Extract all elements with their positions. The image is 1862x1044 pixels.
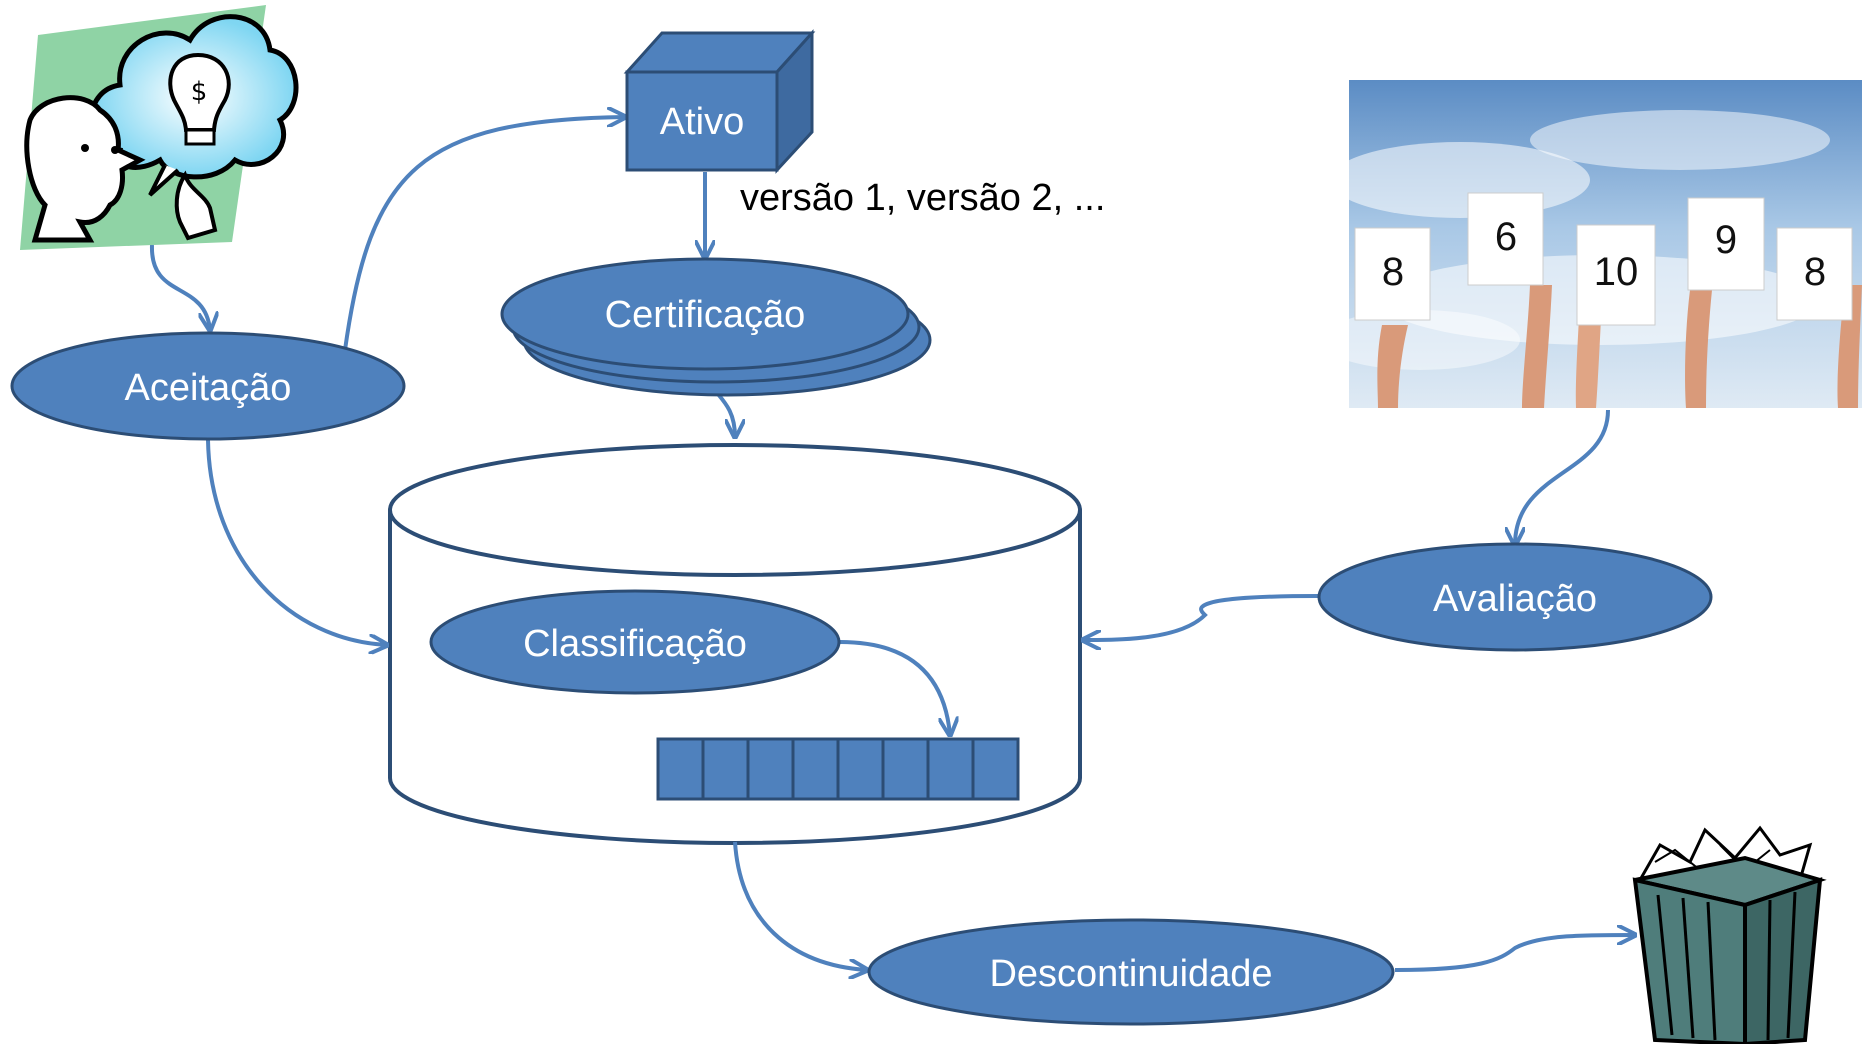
certificacao-node: Certificação [500,257,932,397]
rating-card-value: 8 [1804,250,1826,294]
descontinuidade-label: Descontinuidade [989,953,1272,995]
arrow-classificacao-to-grid [839,640,950,735]
grid-cell [791,737,840,801]
avaliacao-node: Avaliação [1317,542,1713,652]
grid-cell [926,737,975,801]
rating-card [1687,197,1765,291]
aceitacao-label: Aceitação [125,367,292,409]
versions-label: versão 1, versão 2, ... [740,177,1105,219]
grid-cell [746,737,795,801]
trash-bin-icon [1632,825,1827,1044]
svg-text:$: $ [191,77,208,107]
rating-card [1354,227,1431,321]
rating-card-value: 10 [1594,250,1639,294]
classificacao-label: Classificação [523,623,747,665]
arrow-aceitacao-to-repository [206,439,387,645]
arrow-photo-to-avaliacao [1515,409,1610,545]
grid-cell [836,737,885,801]
grid-cell [881,737,930,801]
rating-card [1576,224,1656,326]
rating-card-value: 9 [1715,218,1737,262]
aceitacao-node: Aceitação [10,331,406,441]
idea-person-icon: $ [20,5,299,250]
descontinuidade-node: Descontinuidade [867,918,1395,1026]
rating-cards-photo: 8 6 10 9 8 [1320,80,1862,408]
arrow-descontinuidade-to-trash [1394,935,1635,972]
rating-card [1776,227,1853,321]
classification-grid [656,737,1020,801]
rating-card-value: 8 [1382,250,1404,294]
grid-cell [701,737,750,801]
certificacao-label: Certificação [605,294,806,336]
rating-card-value: 6 [1495,215,1517,259]
ativo-label: Ativo [660,101,744,143]
classificacao-node: Classificação [429,589,841,695]
grid-cell [656,737,705,801]
ativo-node: Ativo [623,29,816,174]
arrow-aceitacao-to-ativo [343,117,625,351]
arrow-repository-to-descontinuidade [733,841,867,970]
grid-cell [971,737,1020,801]
arrow-avaliacao-to-repository [1083,594,1319,640]
avaliacao-label: Avaliação [1433,578,1597,620]
arrow-idea-to-aceitacao [149,244,210,330]
rating-card [1467,192,1544,286]
